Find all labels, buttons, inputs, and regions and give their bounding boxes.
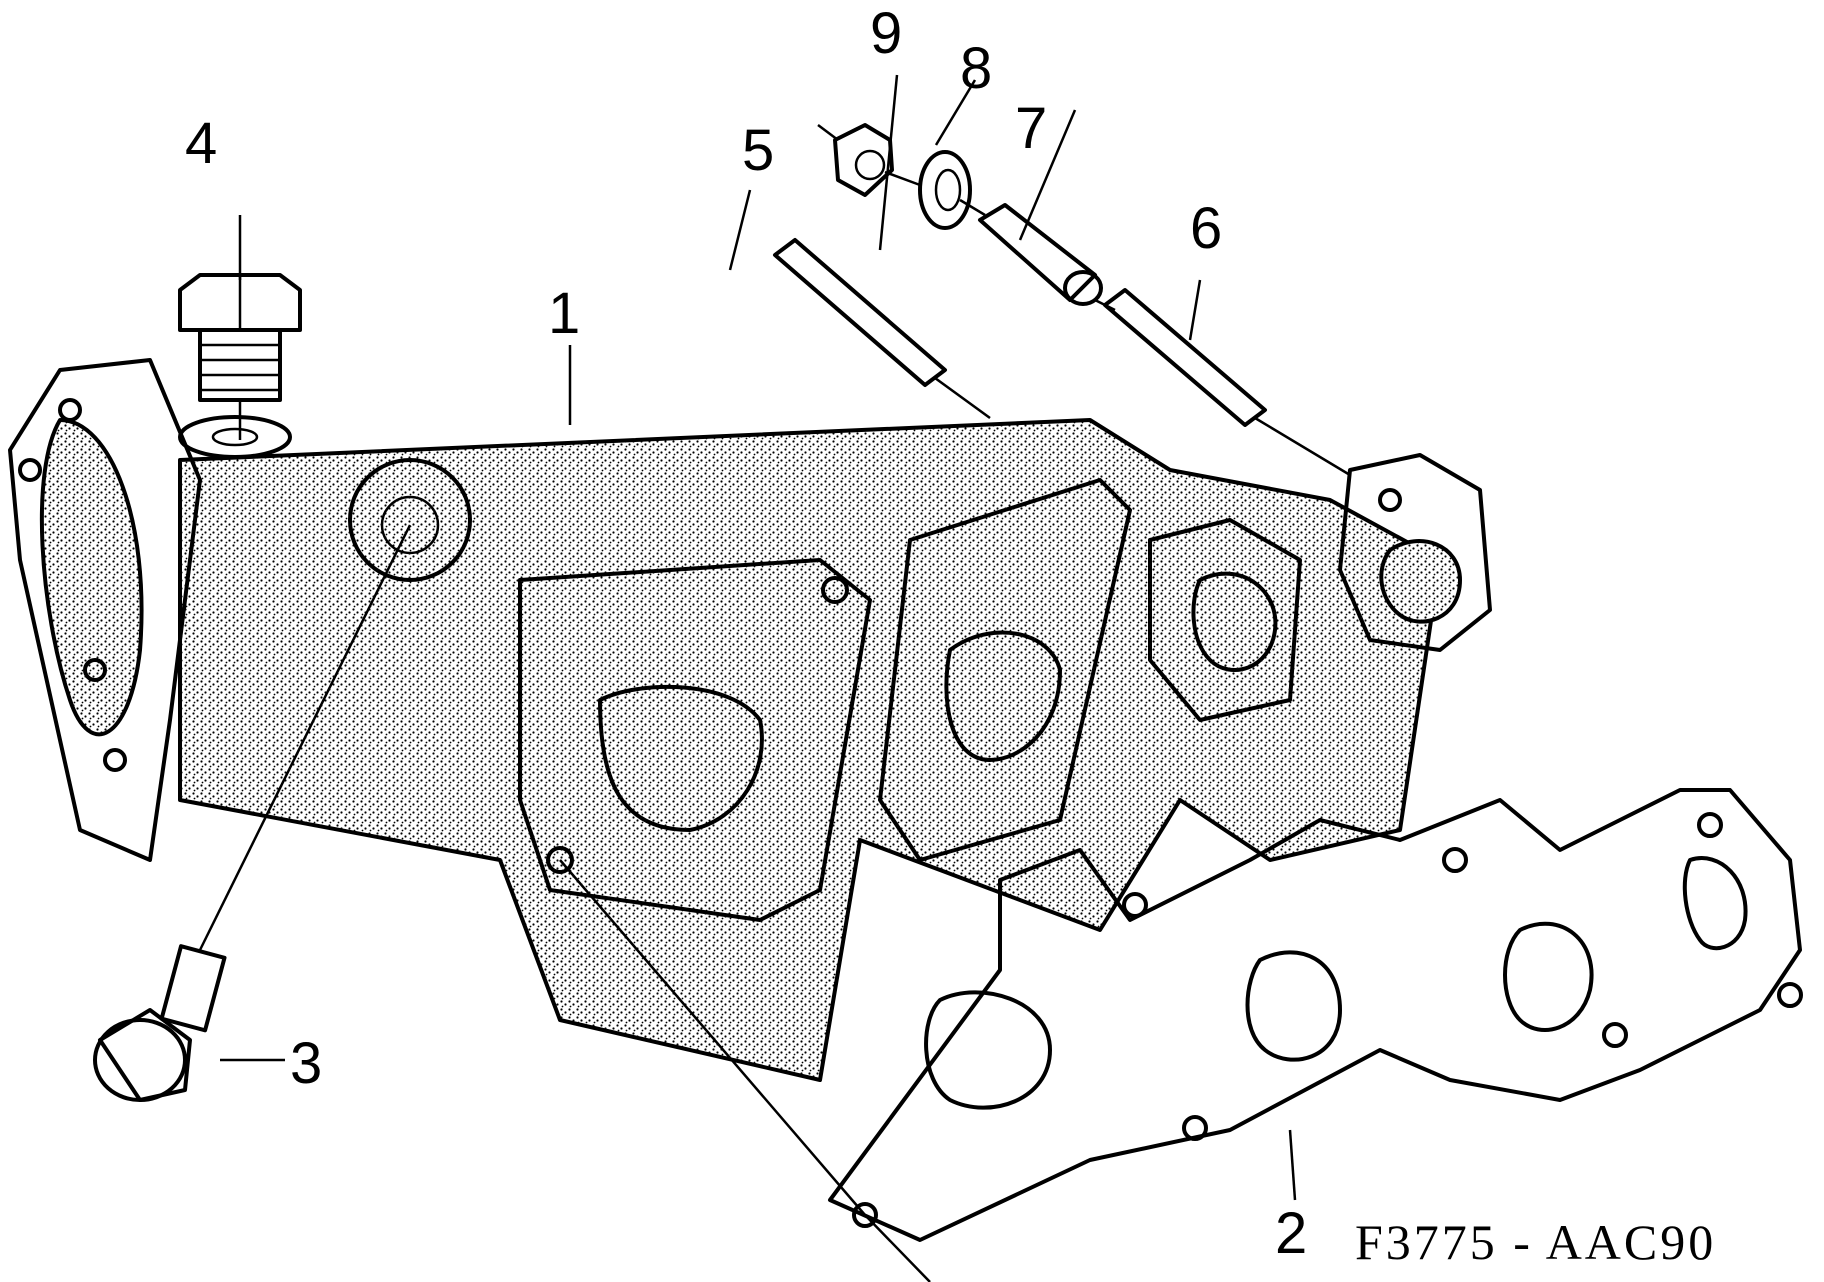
callout-8: 8 (960, 36, 993, 101)
callout-3: 3 (290, 1031, 323, 1096)
callout-5: 5 (742, 118, 775, 183)
callout-1: 1 (548, 281, 581, 346)
manifold-gasket (828, 788, 1803, 1242)
leader-lines (220, 74, 1297, 1282)
stud-6 (1103, 288, 1351, 477)
plug-bolt-lower (93, 524, 412, 1102)
exhaust-manifold (8, 358, 1492, 1082)
stud-5 (773, 238, 991, 420)
figure-code: F3775 - AAC90 (1355, 1214, 1717, 1270)
callout-6: 6 (1190, 196, 1223, 261)
washer (918, 150, 986, 230)
callout-7: 7 (1015, 96, 1048, 161)
callout-4: 4 (185, 111, 218, 176)
spacer-sleeve (978, 203, 1116, 312)
nut (817, 123, 921, 197)
plug-bolt-upper (178, 273, 302, 440)
callout-9: 9 (870, 1, 903, 66)
callout-2: 2 (1275, 1201, 1308, 1266)
